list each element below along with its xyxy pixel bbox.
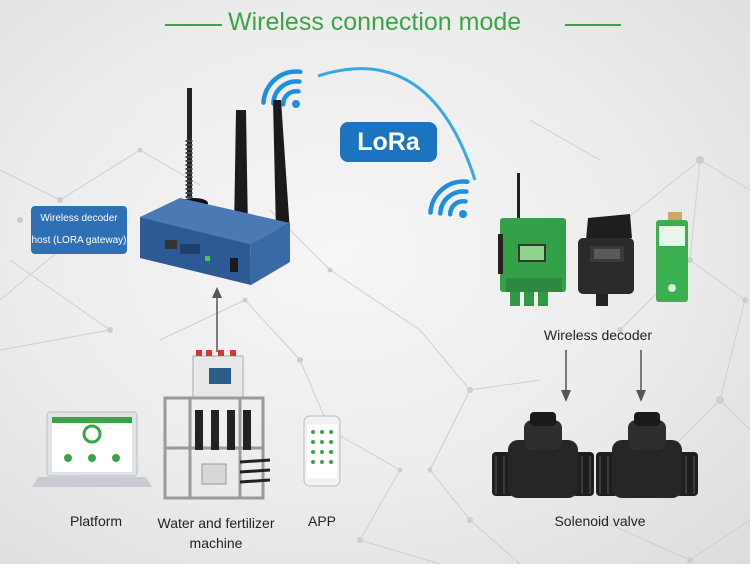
gateway-label: Wireless decoder host (LORA gateway): [31, 206, 127, 254]
gateway-label-line2: host (LORA gateway): [31, 235, 127, 246]
platform-caption: Platform: [69, 513, 123, 529]
wireless-decoder-caption: Wireless decoder: [543, 327, 653, 343]
page-title: Wireless connection mode: [228, 8, 522, 36]
title-right-rule: [565, 24, 621, 26]
machine-caption-line2: machine: [189, 535, 243, 551]
machine-caption: Water and fertilizer machine: [151, 513, 281, 553]
app-caption: APP: [307, 513, 336, 529]
lora-badge: LoRa: [340, 122, 437, 162]
title-left-rule: [165, 24, 222, 26]
title-row: Wireless connection mode: [0, 4, 750, 40]
machine-caption-line1: Water and fertilizer: [157, 515, 275, 531]
gateway-label-line1: Wireless decoder: [40, 213, 118, 224]
solenoid-valve-caption: Solenoid valve: [554, 513, 646, 529]
